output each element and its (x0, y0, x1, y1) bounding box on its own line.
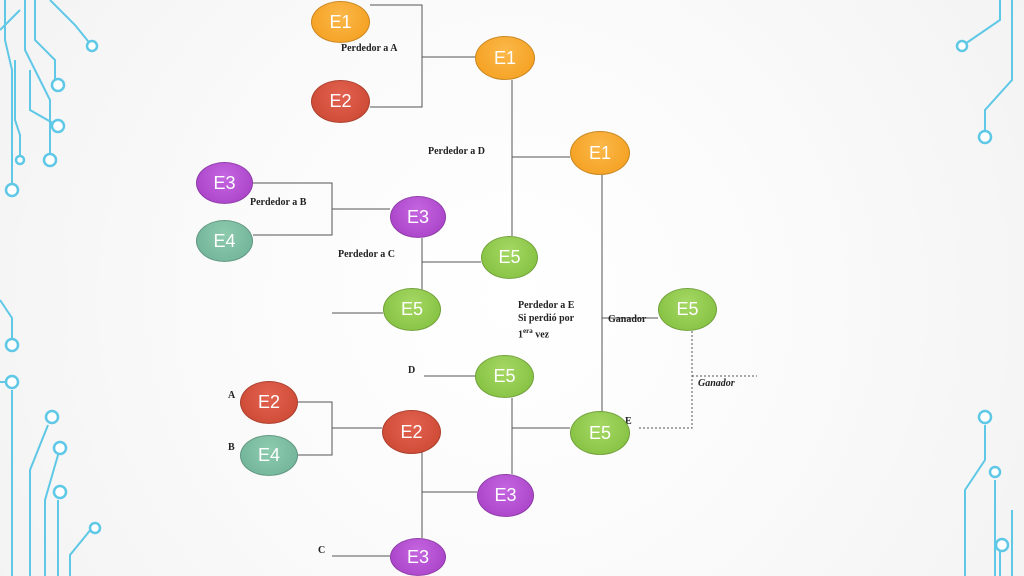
node-e5-final: E5 (570, 411, 630, 455)
label-slot-e: E (625, 416, 632, 427)
node-e1-mid: E1 (475, 36, 535, 80)
node-e3-mid: E3 (390, 196, 446, 238)
node-e2-mid: E2 (382, 410, 441, 454)
node-e5-winner: E5 (658, 288, 717, 331)
node-e2-lower: E2 (240, 381, 298, 424)
node-e1-final: E1 (570, 131, 630, 175)
node-e5-mid: E5 (481, 236, 538, 279)
label-slot-c: C (318, 545, 326, 556)
label-slot-b: B (228, 442, 235, 453)
label-loser-e: Perdedor a E Si perdió por 1era vez (518, 299, 574, 341)
label-loser-b: Perdedor a B (250, 197, 307, 208)
label-winner: Ganador (608, 314, 647, 325)
circuit-nodes (4, 39, 1010, 553)
node-e4-lower: E4 (240, 435, 298, 476)
label-loser-e-num: 1 (518, 329, 523, 341)
node-e1-top: E1 (311, 1, 370, 43)
node-e3-lower: E3 (477, 474, 534, 517)
label-loser-e-line3: 1era vez (518, 325, 574, 341)
dashed-winner-lines (638, 331, 757, 429)
bracket-lines (253, 4, 658, 557)
label-slot-d: D (408, 365, 416, 376)
node-e5-lower: E5 (475, 355, 534, 398)
label-winner-italic: Ganador (698, 378, 735, 389)
label-loser-d: Perdedor a D (428, 146, 486, 157)
label-loser-e-line2: Si perdió por (518, 313, 575, 324)
node-e2-top: E2 (311, 80, 370, 123)
label-loser-e-line1: Perdedor a E (518, 300, 575, 311)
label-loser-e-sup: era (523, 327, 533, 335)
label-loser-e-rest: vez (532, 329, 550, 341)
label-loser-a: Perdedor a A (341, 43, 398, 54)
node-e4-upper: E4 (196, 220, 253, 262)
node-e3-bottom: E3 (390, 538, 446, 576)
label-slot-a: A (228, 390, 236, 401)
label-loser-c: Perdedor a C (338, 249, 396, 260)
node-e5-left: E5 (383, 288, 441, 331)
node-e3-upper: E3 (196, 162, 253, 204)
